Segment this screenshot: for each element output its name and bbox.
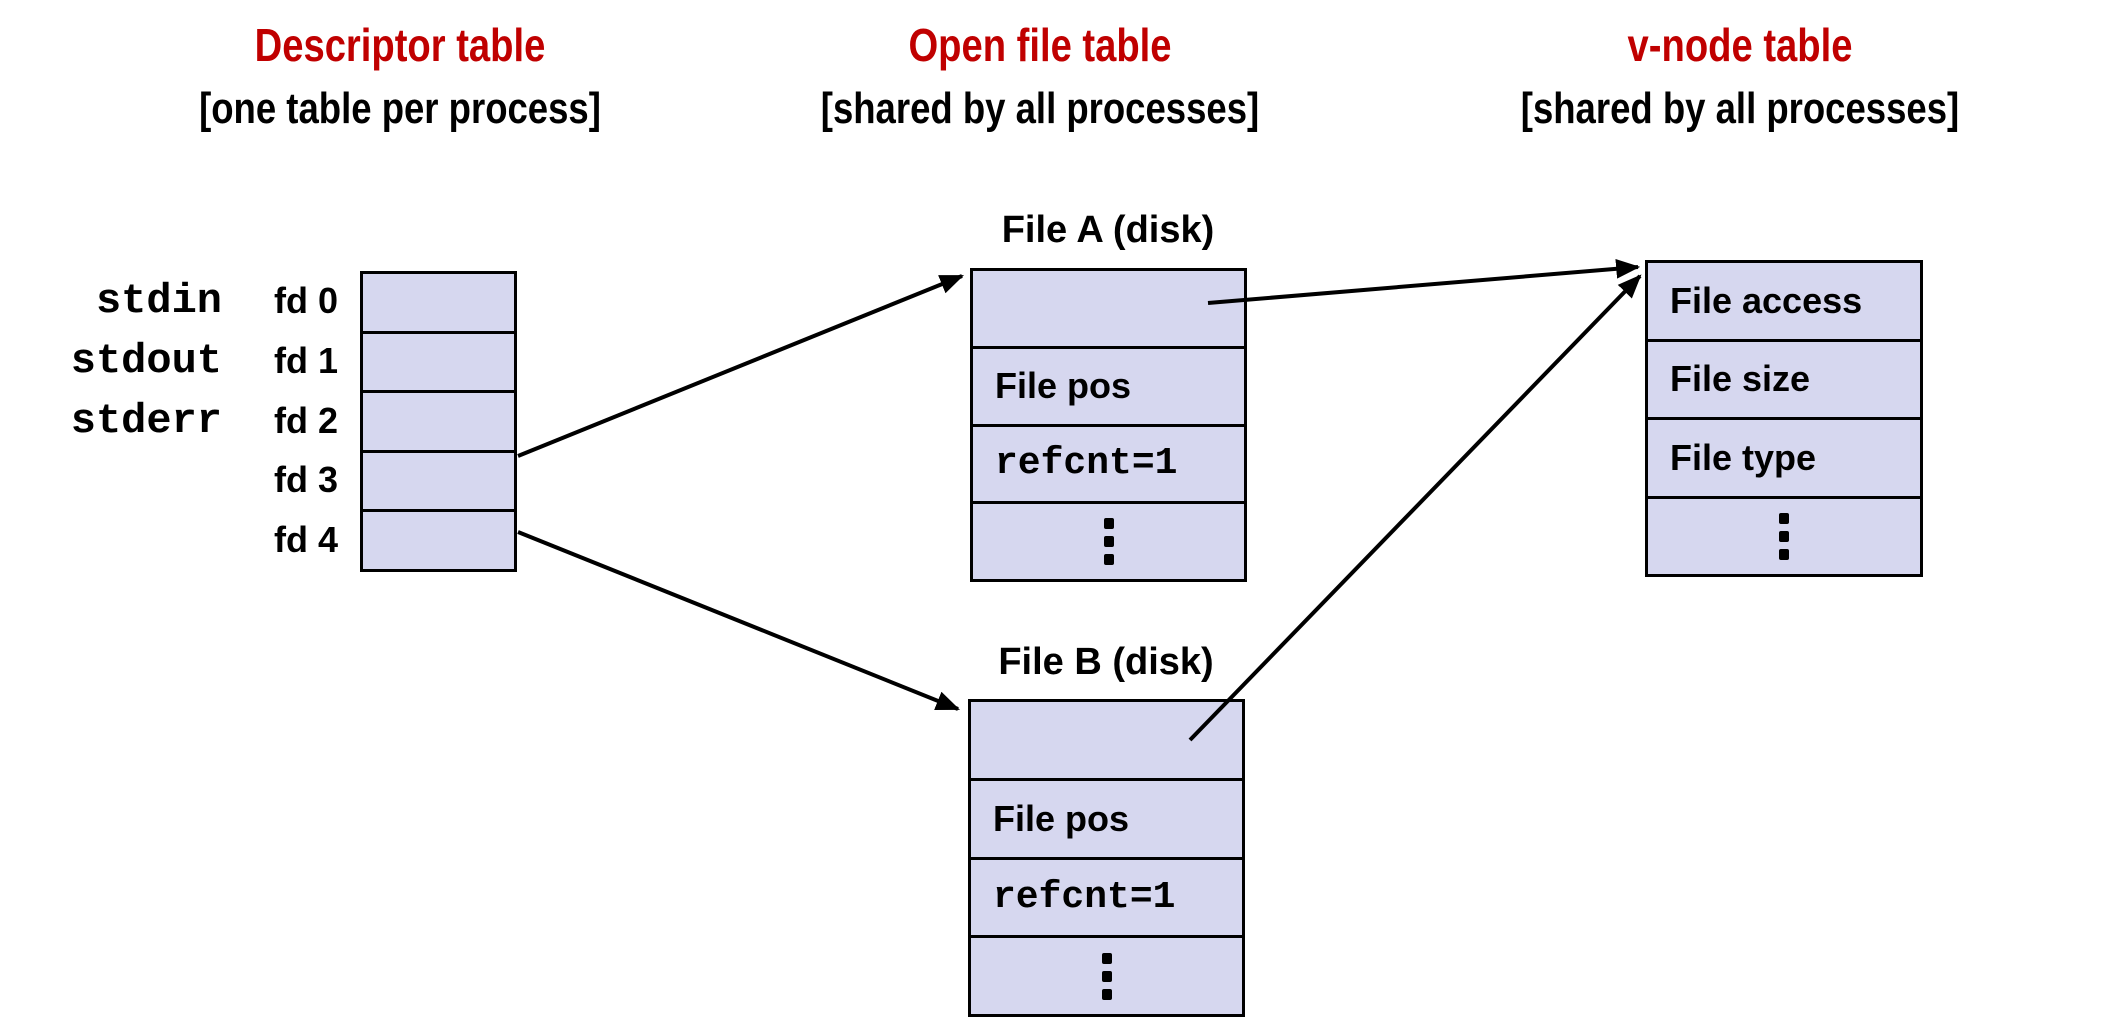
column-title: Descriptor table: [254, 19, 546, 71]
vertical-ellipsis-icon: [1101, 952, 1112, 1000]
descriptor-cell-fd1: [363, 330, 514, 391]
file-b-file-pos-cell: File pos: [971, 777, 1242, 857]
stdout-label: stdout: [70, 337, 222, 385]
open-file-table-b: File pos refcnt=1: [968, 699, 1245, 1017]
descriptor-cell-fd4: [363, 509, 514, 569]
column-subtitle: [shared by all processes]: [820, 84, 1260, 133]
file-a-title: File A (disk): [1001, 209, 1215, 251]
descriptor-cell-fd2: [363, 390, 514, 450]
descriptor-table: [360, 271, 517, 572]
stdin-label: stdin: [95, 277, 222, 325]
open-file-table-a: File pos refcnt=1: [970, 268, 1247, 582]
vnode-file-access-cell: File access: [1670, 279, 1863, 321]
arrow-file-a-to-vnode: [1207, 259, 1641, 305]
arrow-fd4-to-file-b: [517, 530, 961, 711]
file-b-title: File B (disk): [998, 641, 1214, 683]
file-b-refcnt-cell: refcnt=1: [971, 856, 1242, 936]
vnode-table-header: v-node table [shared by all processes]: [1491, 14, 1989, 138]
file-a-connection-cell: [973, 271, 1244, 346]
fd-4-label: fd 4: [273, 519, 338, 560]
arrow-fd3-to-file-a: [517, 274, 965, 458]
vertical-ellipsis-icon: [1103, 518, 1114, 566]
file-a-file-pos-cell: File pos: [973, 345, 1244, 424]
vnode-file-size-cell: File size: [1648, 338, 1920, 418]
open-file-table-header: Open file table [shared by all processes…: [791, 14, 1289, 138]
descriptor-table-header: Descriptor table [one table per process]: [151, 14, 649, 138]
column-title: v-node table: [1627, 19, 1853, 71]
file-a-ellipsis-cell: [973, 501, 1244, 579]
file-a-refcnt-cell: refcnt=1: [973, 423, 1244, 502]
column-title: Open file table: [908, 19, 1172, 71]
file-b-connection-cell: [971, 702, 1242, 778]
column-subtitle: [one table per process]: [199, 84, 601, 133]
vnode-table: File access File size File type: [1645, 260, 1923, 577]
file-b-ellipsis-cell: [971, 935, 1242, 1014]
vnode-file-type-cell: File type: [1648, 417, 1920, 496]
fd-1-label: fd 1: [273, 340, 338, 381]
fd-2-label: fd 2: [273, 400, 338, 441]
descriptor-cell-fd3: [363, 449, 514, 510]
stderr-label: stderr: [70, 397, 222, 445]
vertical-ellipsis-icon: [1779, 512, 1789, 560]
column-subtitle: [shared by all processes]: [1520, 84, 1960, 133]
fd-3-label: fd 3: [273, 459, 338, 500]
vnode-ellipsis-cell: [1648, 495, 1920, 575]
fd-0-label: fd 0: [273, 280, 338, 321]
descriptor-cell-fd0: [363, 274, 514, 331]
